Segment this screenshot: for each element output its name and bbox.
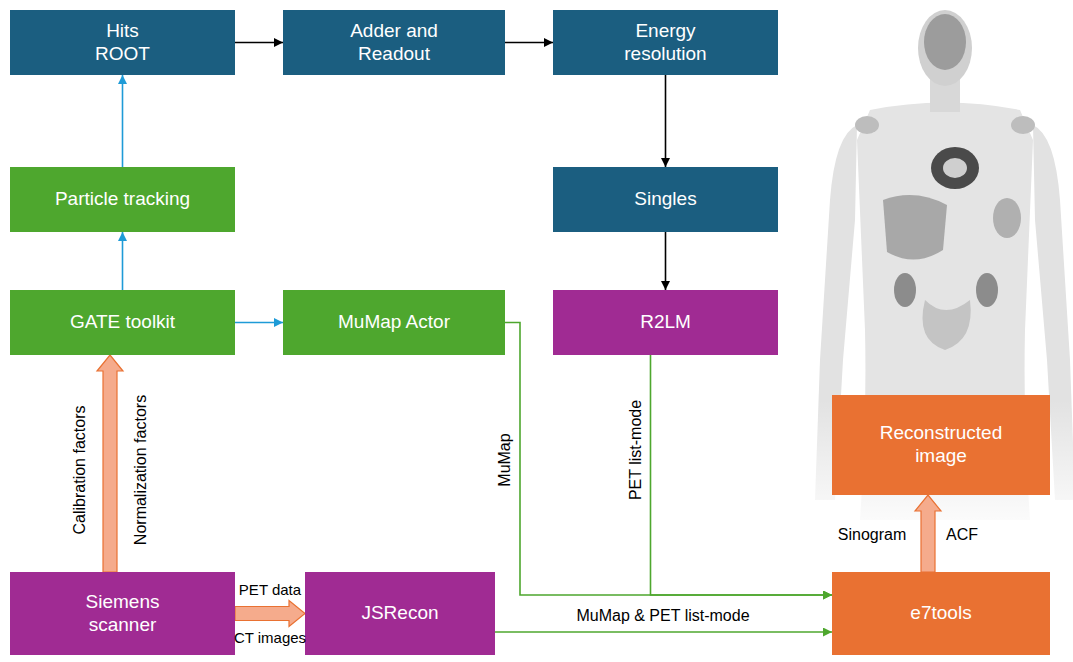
process-box: Particle tracking xyxy=(10,167,235,232)
box-label: Singles xyxy=(634,188,696,211)
connector-arrow xyxy=(122,232,124,290)
annotation-label: CT images xyxy=(234,629,306,646)
box-label: Particle tracking xyxy=(55,188,190,211)
process-box: Hits ROOT xyxy=(10,10,235,75)
annotation-label: Sinogram xyxy=(838,526,906,544)
box-label: Energy resolution xyxy=(611,20,721,66)
annotation-label: Calibration factors xyxy=(71,406,89,535)
annotation-label: Normalization factors xyxy=(132,395,150,545)
edge-label: MuMap xyxy=(496,433,514,486)
connector-arrow xyxy=(122,75,124,167)
process-box: R2LM xyxy=(553,290,778,355)
block-arrow xyxy=(915,495,941,572)
process-box: Reconstructed image xyxy=(832,395,1050,495)
connector-arrow xyxy=(665,232,667,290)
box-label: Siemens scanner xyxy=(78,591,168,637)
connector-arrow xyxy=(665,75,667,167)
box-label: GATE toolkit xyxy=(70,311,175,334)
process-box: Singles xyxy=(553,167,778,232)
connector-arrow xyxy=(651,355,833,595)
block-arrow xyxy=(235,601,305,627)
process-box: Energy resolution xyxy=(553,10,778,75)
block-arrow xyxy=(97,355,123,572)
connector-arrow xyxy=(505,323,832,596)
box-label: Reconstructed image xyxy=(866,422,1016,468)
process-box: JSRecon xyxy=(305,572,495,655)
process-box: Adder and Readout xyxy=(283,10,505,75)
box-label: JSRecon xyxy=(361,602,438,625)
box-label: Hits ROOT xyxy=(93,20,153,66)
connector-arrow xyxy=(235,42,283,44)
box-label: e7tools xyxy=(910,602,971,625)
box-label: Adder and Readout xyxy=(339,20,449,66)
box-label: R2LM xyxy=(640,311,691,334)
edge-label: PET list-mode xyxy=(627,400,645,500)
connector-arrow xyxy=(495,631,832,633)
connector-arrow xyxy=(235,322,283,324)
process-box: MuMap Actor xyxy=(283,290,505,355)
annotation-label: ACF xyxy=(946,526,978,544)
annotation-label: PET data xyxy=(239,581,301,598)
process-box: e7tools xyxy=(832,572,1050,655)
edge-label: MuMap & PET list-mode xyxy=(576,607,749,625)
process-box: Siemens scanner xyxy=(10,572,235,655)
process-box: GATE toolkit xyxy=(10,290,235,355)
box-label: MuMap Actor xyxy=(338,311,450,334)
connector-arrow xyxy=(505,42,553,44)
